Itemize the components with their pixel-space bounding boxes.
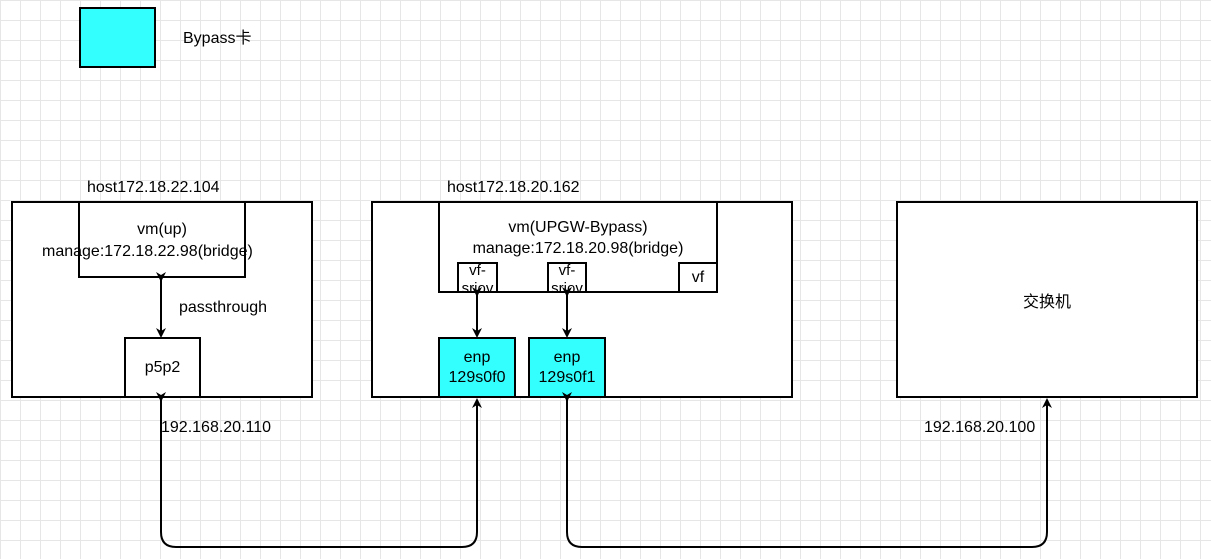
vm-up-name: vm(up) (137, 221, 187, 238)
vf-label: vf (691, 268, 705, 286)
vf-sriov-2-line1: vf- (558, 262, 576, 279)
host-mid-title: host172.18.20.162 (447, 179, 580, 196)
passthrough-label: passthrough (179, 299, 268, 316)
vm-up-manage: manage:172.18.22.98(bridge) (42, 243, 253, 260)
nic-enp129s0f1-line2: 129s0f1 (538, 368, 596, 386)
nic-p5p2: p5p2 (124, 337, 201, 398)
vf-sriov-1-line1: vf- (469, 262, 486, 279)
nic-enp129s0f1: enp 129s0f1 (528, 337, 606, 398)
host-left-title: host172.18.22.104 (87, 179, 220, 196)
legend-label: Bypass卡 (183, 30, 252, 47)
vm-upgw-manage: manage:172.18.20.98(bridge) (472, 240, 684, 257)
nic-p5p2-label: p5p2 (144, 358, 181, 376)
legend-swatch (79, 7, 156, 68)
switch-label: 交换机 (1022, 293, 1071, 311)
nic-enp129s0f0-line1: enp (463, 348, 491, 366)
nic-enp129s0f0: enp 129s0f0 (438, 337, 516, 398)
ip-switch: 192.168.20.100 (924, 419, 1036, 436)
nic-enp129s0f1-line1: enp (553, 348, 581, 366)
ip-left: 192.168.20.110 (161, 419, 272, 436)
vm-up-box (78, 201, 246, 278)
link-enp129s0f1-switch (562, 392, 1052, 548)
switch-box: 交换机 (896, 201, 1198, 398)
nic-enp129s0f0-line2: 129s0f0 (448, 368, 506, 386)
vm-upgw-name: vm(UPGW-Bypass) (508, 219, 648, 236)
vf-box: vf (678, 262, 718, 293)
link-p5p2-enp129s0f0 (156, 392, 482, 548)
